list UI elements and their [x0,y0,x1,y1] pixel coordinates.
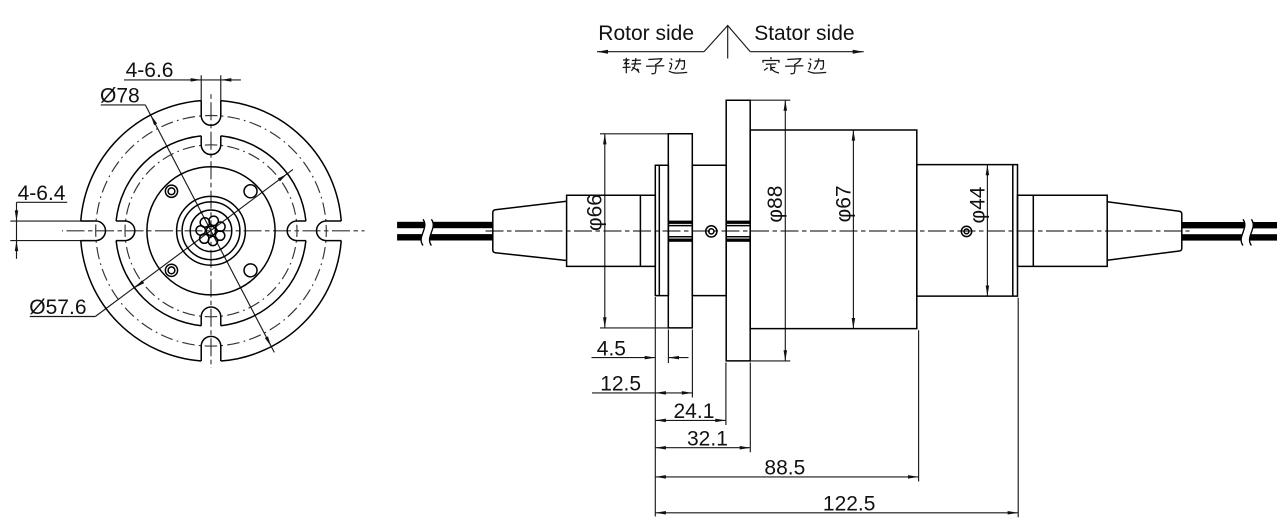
svg-text:88.5: 88.5 [764,457,805,480]
svg-text:32.1: 32.1 [687,427,728,450]
svg-text:Ø57.6: Ø57.6 [29,296,86,319]
svg-text:Rotor side: Rotor side [598,22,694,45]
svg-text:122.5: 122.5 [823,493,876,516]
svg-text:24.1: 24.1 [674,400,715,423]
svg-text:4.5: 4.5 [597,337,626,360]
svg-text:φ44: φ44 [966,186,989,223]
svg-text:4-6.6: 4-6.6 [126,59,174,82]
svg-text:Stator side: Stator side [754,22,854,45]
svg-text:φ67: φ67 [832,185,855,222]
svg-text:φ88: φ88 [764,186,787,223]
svg-text:φ66: φ66 [584,194,607,231]
svg-text:12.5: 12.5 [600,373,641,396]
svg-text:4-6.4: 4-6.4 [18,182,66,205]
svg-text:Ø78: Ø78 [100,85,140,108]
